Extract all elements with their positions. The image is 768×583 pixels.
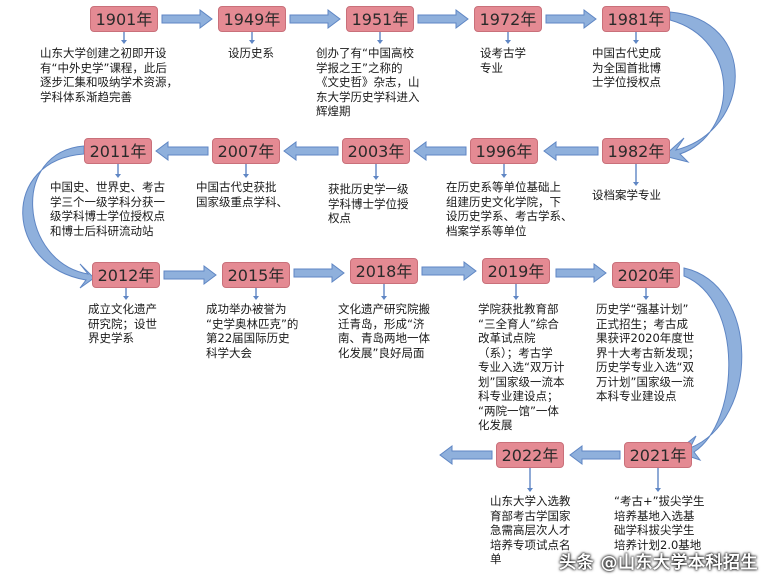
watermark: 头条 @山东大学本科招生 bbox=[559, 553, 758, 573]
arrow-2007-2011 bbox=[155, 141, 209, 161]
curve-1981-1982 bbox=[662, 11, 736, 163]
desc-2015: 成功举办被誉为 “史学奥林匹克”的 第22届国际历史 科学大会 bbox=[206, 302, 299, 360]
desc-2012: 成立文化遗产 研究院；设世 界史学系 bbox=[88, 302, 157, 345]
arrow-1996-2003 bbox=[413, 141, 467, 161]
tick-1972-head bbox=[505, 40, 511, 44]
curve-2011-2012 bbox=[22, 145, 95, 289]
desc-2018: 文化遗产研究院搬 迁青岛，形成“济 南、青岛两地一体 化发展”良好局面 bbox=[338, 302, 430, 360]
tick-2012-head bbox=[123, 296, 129, 300]
year-2020: 2020年 bbox=[612, 262, 680, 288]
arrow-2022-next bbox=[439, 445, 493, 465]
tick-2019-head bbox=[513, 296, 519, 300]
arrow-1949-1951 bbox=[289, 9, 341, 29]
year-1949: 1949年 bbox=[218, 6, 286, 32]
year-2015: 2015年 bbox=[222, 262, 290, 288]
year-1972: 1972年 bbox=[474, 6, 542, 32]
desc-2003: 获批历史学一级 学科博士学位授 权点 bbox=[328, 182, 409, 225]
arrow-2012-2015 bbox=[163, 265, 217, 285]
arrow-2019-2020 bbox=[555, 263, 607, 283]
year-1951: 1951年 bbox=[346, 6, 414, 32]
arrow-2015-2018 bbox=[293, 263, 345, 283]
arrow-1901-1949 bbox=[161, 9, 213, 29]
year-1981: 1981年 bbox=[602, 6, 670, 32]
desc-2022: 山东大学入选教 育部考古学国家 急需高层次人才 培养专项试点名 单 bbox=[490, 494, 571, 566]
desc-2021: “考古+”拔尖学生 培养基地入选基 础学科拔尖学生 培养计划2.0基地 bbox=[614, 494, 705, 552]
desc-1981: 中国古代史成 为全国首批博 士学位授权点 bbox=[592, 46, 661, 89]
arrow-1951-1972 bbox=[417, 9, 469, 29]
tick-2003-head bbox=[373, 176, 379, 180]
tick-2020-head bbox=[643, 296, 649, 300]
year-2021: 2021年 bbox=[624, 442, 692, 468]
desc-2007: 中国古代史获批 国家级重点学科、 bbox=[196, 180, 288, 209]
tick-2011-head bbox=[115, 174, 121, 178]
year-2007: 2007年 bbox=[212, 138, 280, 164]
arrow-2018-2019 bbox=[421, 261, 477, 281]
tick-2018-head bbox=[381, 296, 387, 300]
year-2018: 2018年 bbox=[350, 258, 418, 284]
tick-1949-head bbox=[249, 40, 255, 44]
tick-1901-head bbox=[121, 40, 127, 44]
tick-2007-head bbox=[243, 174, 249, 178]
desc-2020: 历史学“强基计划” 正式招生；考古成 果获评2020年度世 界十大考古新发现； … bbox=[596, 302, 700, 403]
year-2012: 2012年 bbox=[92, 262, 160, 288]
year-2022: 2022年 bbox=[496, 442, 564, 468]
desc-2019: 学院获批教育部 “三全育人”综合 改革试点院 （系）；考古学 专业入选“双万计 … bbox=[478, 302, 565, 432]
year-2019: 2019年 bbox=[482, 258, 550, 284]
arrow-1982-1996 bbox=[543, 141, 599, 161]
tick-2015-head bbox=[253, 296, 259, 300]
arrow-2003-2007 bbox=[283, 141, 339, 161]
tick-1981-head bbox=[633, 40, 639, 44]
arrow-2021-2022 bbox=[569, 445, 621, 465]
desc-1972: 设考古学 专业 bbox=[480, 46, 526, 75]
tick-1951-head bbox=[377, 40, 383, 44]
year-1996: 1996年 bbox=[470, 138, 538, 164]
desc-1996: 在历史系等单位基础上 组建历史文化学院，下 设历史学系、考古学系、 档案学系等单… bbox=[446, 180, 573, 238]
year-2003: 2003年 bbox=[342, 138, 410, 164]
desc-1982: 设档案学专业 bbox=[592, 188, 661, 202]
desc-1951: 创办了有“中国高校 学报之王”之称的 《文史哲》杂志，山 东大学历史学科进入 辉… bbox=[316, 46, 420, 118]
desc-1901: 山东大学创建之初即开设 有“中外史学”课程，此后 逐步汇集和吸纳学术资源， 学科… bbox=[40, 46, 178, 104]
tick-2022-head bbox=[527, 488, 533, 492]
tick-2021-head bbox=[655, 488, 661, 492]
year-1901: 1901年 bbox=[90, 6, 158, 32]
tick-1982-head bbox=[633, 182, 639, 186]
desc-1949: 设历史系 bbox=[228, 46, 274, 60]
tick-1996-head bbox=[501, 174, 507, 178]
arrow-1972-1981 bbox=[545, 9, 597, 29]
year-2011: 2011年 bbox=[84, 138, 152, 164]
desc-2011: 中国史、世界史、考古 学三个一级学科分获一 级学科博士学位授权点 和博士后科研流… bbox=[50, 180, 165, 238]
year-1982: 1982年 bbox=[602, 138, 670, 164]
